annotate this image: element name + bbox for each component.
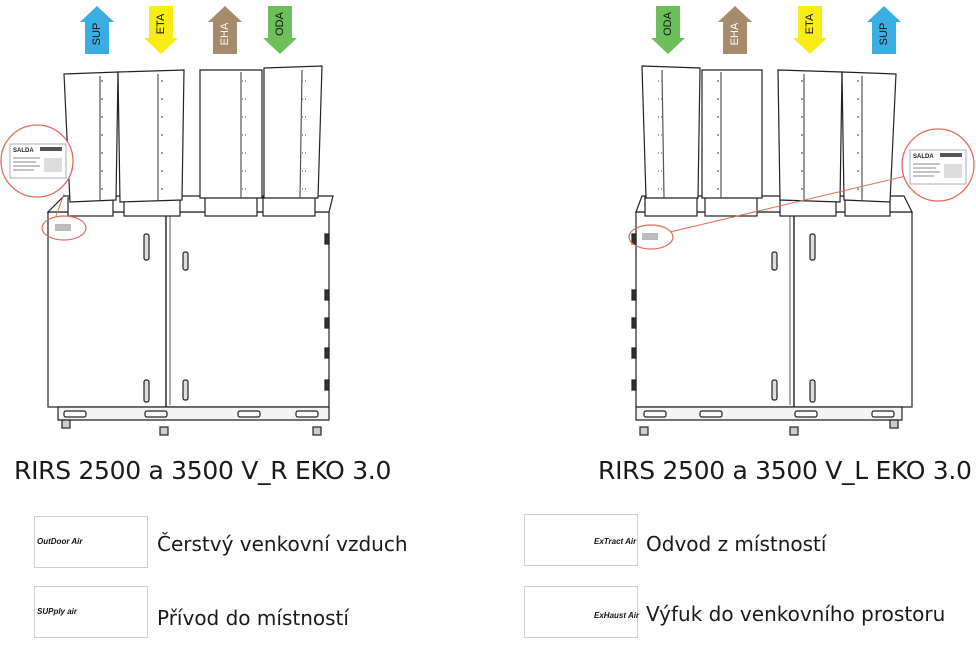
legend-box-eha: ExHaust Air	[524, 586, 640, 638]
legend-eta-prefix: ExTract Air	[594, 537, 637, 546]
left-label-brand: SALDA	[13, 148, 34, 154]
left-duct-4	[263, 65, 323, 199]
left-label-magnifier: SALDA	[0, 124, 74, 198]
left-flow-arrow-sup	[80, 6, 114, 54]
legend-oda-prefix: OutDoor Air	[37, 537, 83, 546]
right-flow-arrow-eha-label: EHA	[729, 22, 741, 45]
right-flow-arrow-eha	[718, 6, 752, 54]
right-flow-arrow-sup	[867, 6, 901, 54]
left-flow-arrow-eha	[208, 6, 242, 54]
left-door-handle-top	[143, 233, 150, 261]
right-flow-arrow-oda-label: ODA	[662, 11, 674, 36]
left-flow-arrow-oda	[263, 6, 297, 54]
legend-eha-description: Výfuk do venkovního prostoru	[646, 602, 946, 626]
left-flow-arrow-sup-label: SUP	[91, 23, 103, 46]
left-duct-2	[117, 69, 185, 203]
right-unit-caption: RIRS 2500 a 3500 V_L EKO 3.0	[598, 456, 972, 485]
legend-eta-description: Odvod z místností	[646, 532, 827, 556]
left-unit-drawing	[41, 65, 334, 436]
right-flow-arrow-sup-label: SUP	[878, 23, 890, 46]
right-label-magnifier: SALDA	[901, 128, 975, 202]
left-duct-1	[63, 71, 119, 203]
legend-box-sup: SUPply air	[34, 586, 148, 638]
right-flow-arrow-oda	[651, 6, 685, 54]
legend-sup-prefix: SUPply air	[37, 607, 78, 616]
left-cabinet-right-panel	[165, 211, 330, 408]
right-flow-arrow-eta-label: ETA	[804, 13, 816, 34]
left-flow-arrow-eha-label: EHA	[219, 22, 231, 45]
right-unit-drawing	[628, 65, 913, 436]
legend-box-eta: ExTract Air	[524, 514, 638, 566]
legend-box-oda: OutDoor Air	[34, 516, 148, 568]
right-label-brand: SALDA	[913, 154, 934, 160]
left-flow-arrow-eta	[144, 6, 178, 54]
left-unit-caption: RIRS 2500 a 3500 V_R EKO 3.0	[14, 456, 392, 485]
left-flow-arrow-eta-label: ETA	[155, 13, 167, 34]
flow-arrows: SUP ETA EHA ODA ODA EHA ETA SUP	[80, 6, 901, 54]
legend-oda-description: Čerstvý venkovní vzduch	[157, 532, 408, 556]
left-duct-3	[199, 69, 263, 199]
legend-sup-description: Přívod do místností	[157, 606, 349, 630]
legend-eha-prefix: ExHaust Air	[594, 611, 640, 620]
right-flow-arrow-eta	[793, 6, 827, 54]
left-flow-arrow-oda-label: ODA	[274, 11, 286, 36]
